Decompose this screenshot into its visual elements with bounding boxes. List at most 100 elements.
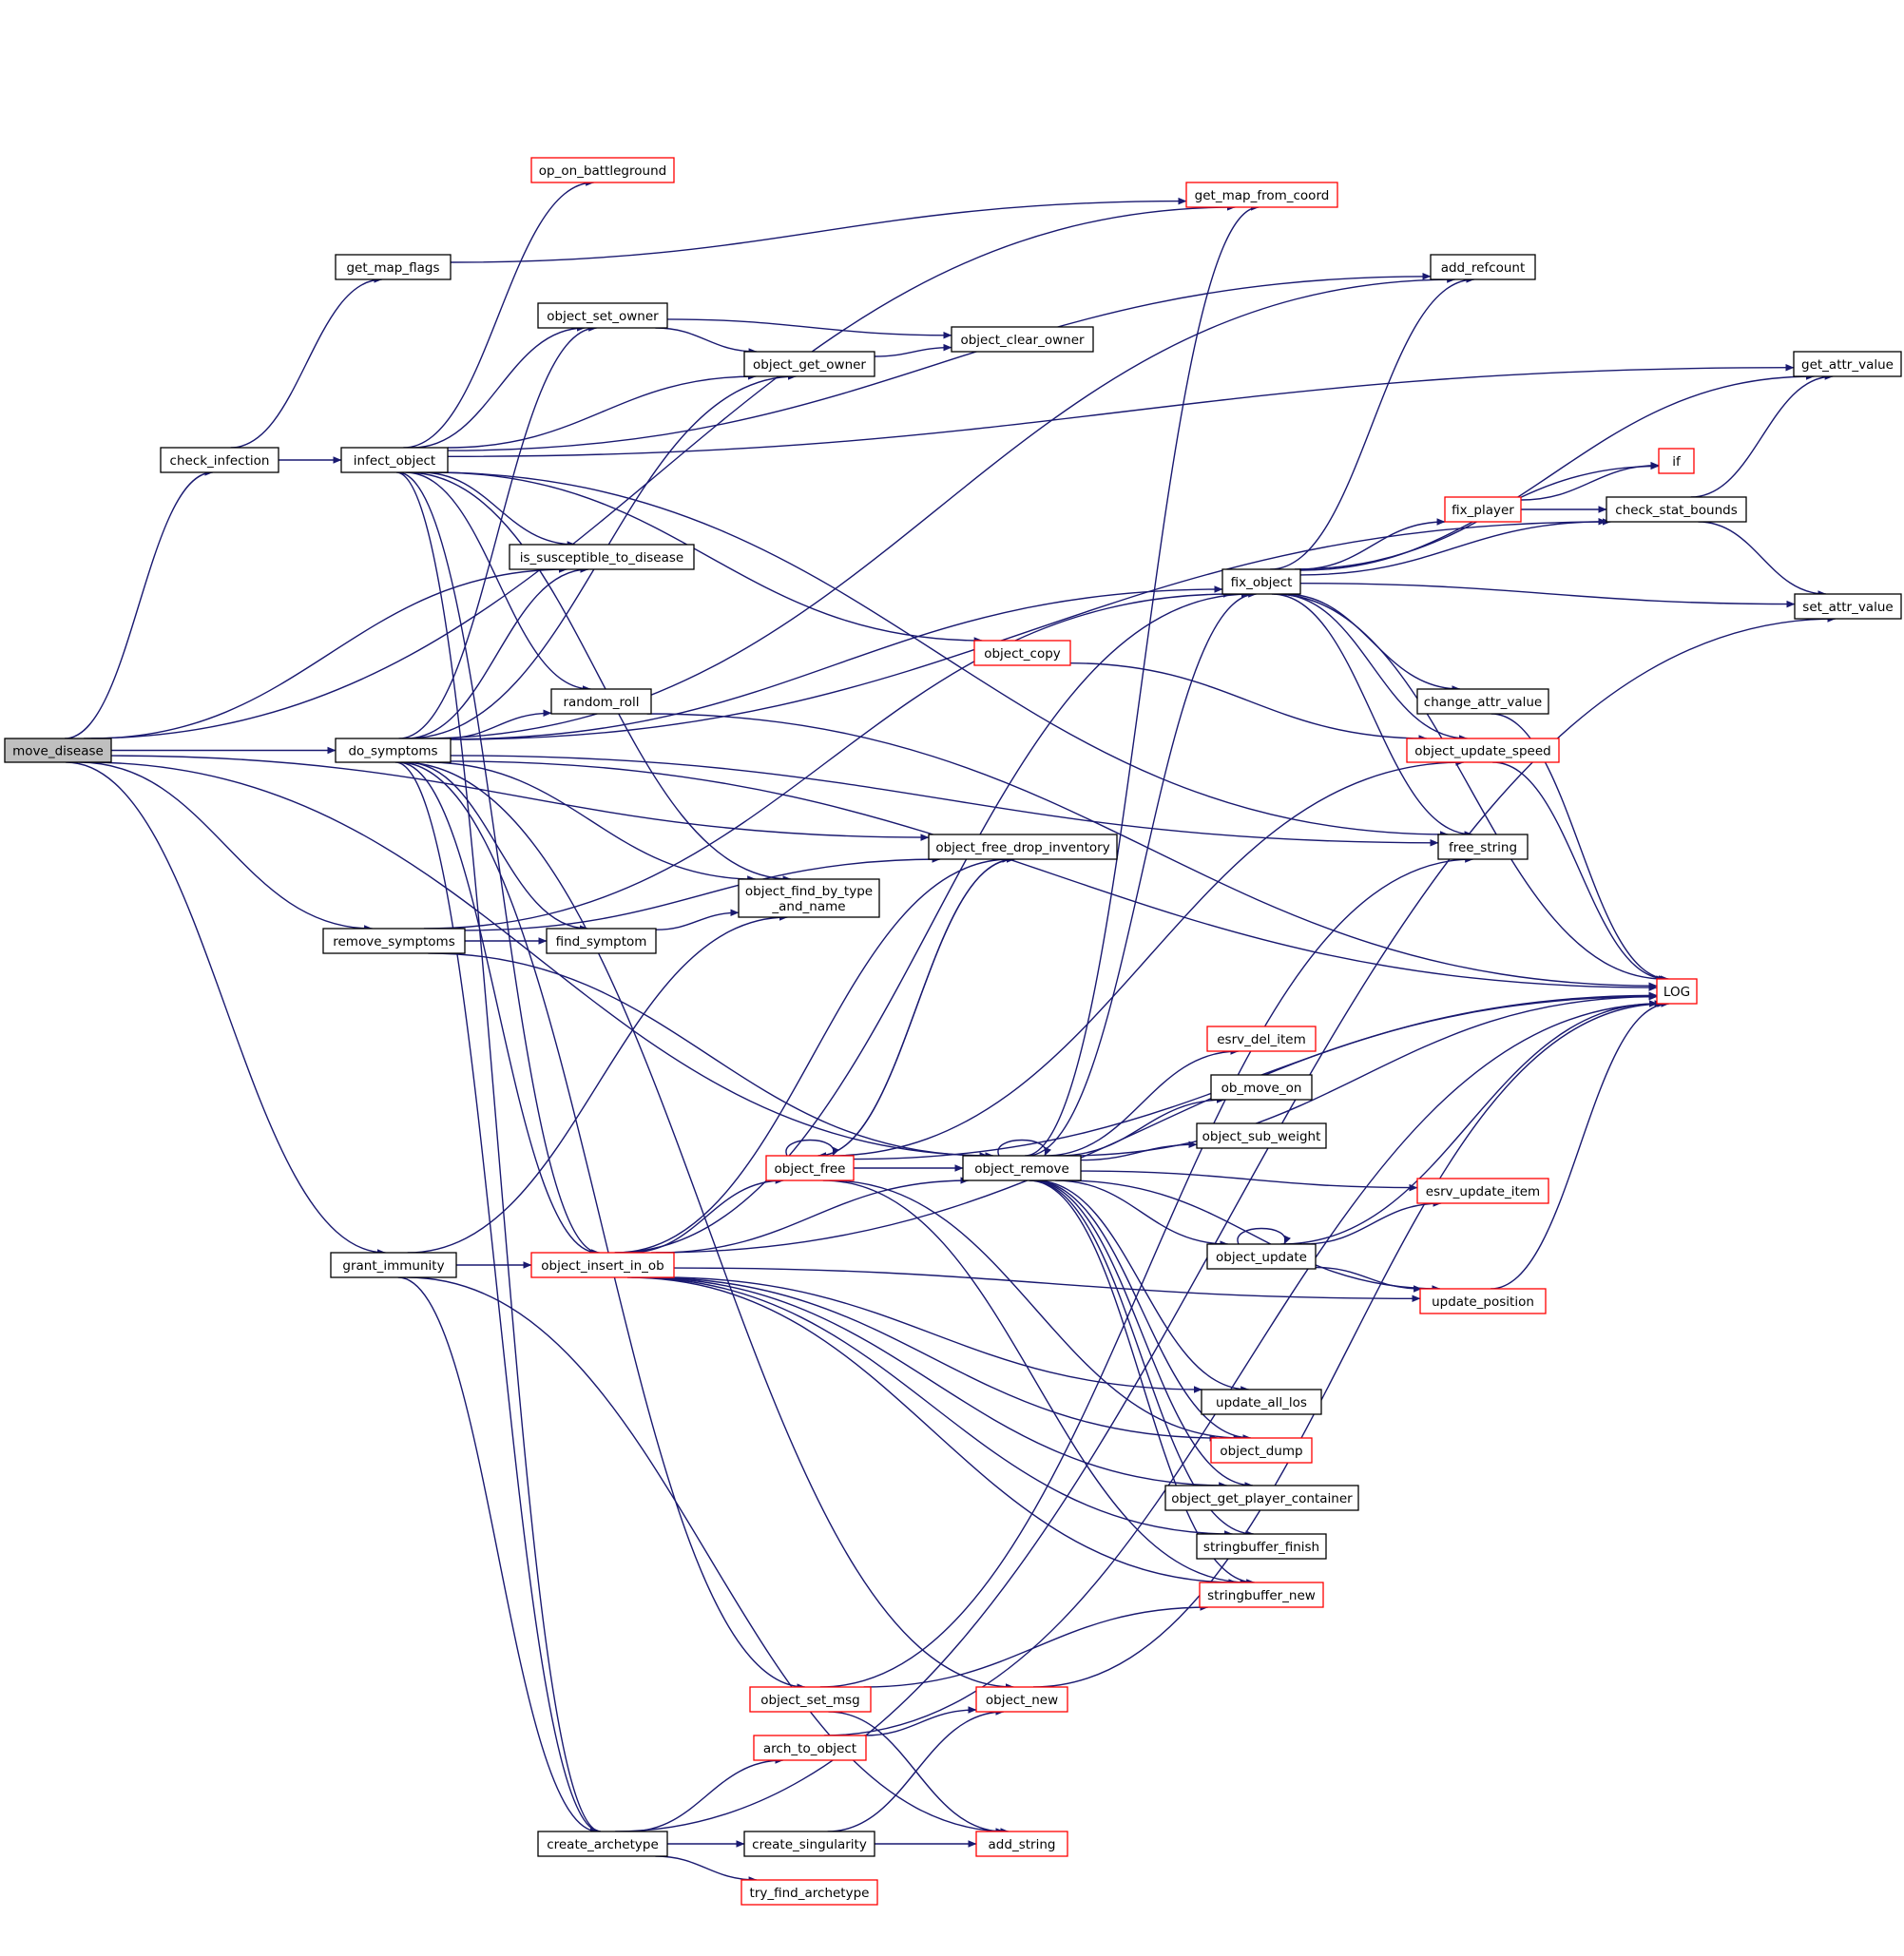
node-box bbox=[330, 1252, 457, 1278]
node-object-insert-in-ob[interactable]: object_insert_in_ob bbox=[530, 1252, 675, 1278]
node-change-attr-value[interactable]: change_attr_value bbox=[1416, 688, 1549, 715]
edge-object_set_owner-to-object_get_owner bbox=[655, 327, 758, 355]
node-LOG[interactable]: LOG bbox=[1656, 978, 1698, 1005]
edge-remove_symptoms-to-object_remove bbox=[428, 952, 989, 1160]
node-esrv-del-item[interactable]: esrv_del_item bbox=[1206, 1026, 1317, 1052]
edge-find_symptom-to-object_find_by_type_and_name bbox=[655, 909, 740, 930]
edge-move_disease-to-get_map_from_coord bbox=[84, 203, 1236, 739]
node-object-update[interactable]: object_update bbox=[1206, 1243, 1317, 1270]
node-box bbox=[322, 928, 466, 954]
node-object-find-by-type-and-name[interactable]: object_find_by_type_and_name bbox=[738, 878, 880, 918]
node-object-set-owner[interactable]: object_set_owner bbox=[537, 302, 668, 329]
edge-object_free-to-object_update_speed bbox=[829, 758, 1465, 1157]
node-box bbox=[1416, 1178, 1549, 1204]
node-object-free[interactable]: object_free bbox=[765, 1155, 855, 1181]
edge-move_disease-to-check_infection bbox=[64, 469, 214, 739]
node-object-dump[interactable]: object_dump bbox=[1210, 1437, 1313, 1464]
node-get-attr-value[interactable]: get_attr_value bbox=[1793, 351, 1902, 377]
node-find-symptom[interactable]: find_symptom bbox=[546, 928, 657, 954]
node-object-set-msg[interactable]: object_set_msg bbox=[749, 1686, 872, 1713]
node-try-find-archetype[interactable]: try_find_archetype bbox=[740, 1879, 878, 1906]
node-op-on-battleground[interactable]: op_on_battleground bbox=[530, 157, 675, 183]
node-box bbox=[928, 834, 1118, 860]
node-label: object_find_by_type bbox=[745, 884, 873, 899]
edge-object_insert_in_ob-to-object_remove bbox=[656, 1177, 970, 1254]
node-random-roll[interactable]: random_roll bbox=[550, 688, 652, 715]
edge-object_remove-to-update_all_los bbox=[1034, 1179, 1250, 1393]
node-box bbox=[951, 326, 1094, 353]
edge-object_insert_in_ob-to-object_free_drop_inventory bbox=[615, 855, 1011, 1254]
node-is-susceptible-to-disease[interactable]: is_susceptible_to_disease bbox=[509, 544, 695, 570]
edge-get_map_flags-to-get_map_from_coord bbox=[450, 197, 1187, 263]
node-create-archetype[interactable]: create_archetype bbox=[537, 1831, 668, 1857]
edge-update_position-to-LOG bbox=[1491, 1000, 1670, 1290]
edge-object_update-to-esrv_update_item bbox=[1302, 1199, 1442, 1245]
edge-do_symptoms-to-fix_object bbox=[450, 585, 1223, 740]
node-fix-player[interactable]: fix_player bbox=[1444, 496, 1522, 523]
node-label: random_roll bbox=[563, 695, 639, 710]
node-esrv-update-item[interactable]: esrv_update_item bbox=[1416, 1178, 1549, 1204]
node-stringbuffer-finish[interactable]: stringbuffer_finish bbox=[1196, 1533, 1327, 1560]
node-label: stringbuffer_new bbox=[1207, 1588, 1316, 1603]
node-box bbox=[335, 738, 452, 763]
node-if[interactable]: if bbox=[1658, 448, 1695, 474]
edge-do_symptoms-to-find_symptom bbox=[406, 761, 588, 932]
node-label: grant_immunity bbox=[342, 1258, 444, 1274]
node-add-refcount[interactable]: add_refcount bbox=[1430, 254, 1536, 280]
node-update-all-los[interactable]: update_all_los bbox=[1201, 1389, 1322, 1415]
node-box bbox=[1196, 1122, 1327, 1149]
edge-infect_object-to-object_get_owner bbox=[447, 373, 757, 449]
edge-object_insert_in_ob-to-update_position bbox=[673, 1267, 1421, 1303]
node-remove-symptoms[interactable]: remove_symptoms bbox=[322, 928, 466, 954]
node-object-sub-weight[interactable]: object_sub_weight bbox=[1196, 1122, 1327, 1149]
node-box bbox=[546, 928, 657, 954]
node-object-update-speed[interactable]: object_update_speed bbox=[1406, 738, 1560, 763]
node-label: get_attr_value bbox=[1801, 357, 1894, 373]
edge-create_archetype-to-arch_to_object bbox=[629, 1756, 784, 1832]
node-label: check_infection bbox=[170, 453, 270, 469]
edge-do_symptoms-to-object_set_owner bbox=[398, 324, 598, 739]
node-update-position[interactable]: update_position bbox=[1419, 1288, 1547, 1314]
node-object-get-player-container[interactable]: object_get_player_container bbox=[1164, 1485, 1359, 1511]
node-move-disease[interactable]: move_disease bbox=[4, 738, 112, 763]
node-add-string[interactable]: add_string bbox=[975, 1831, 1068, 1857]
node-label: object_copy bbox=[984, 646, 1061, 662]
node-do-symptoms[interactable]: do_symptoms bbox=[335, 738, 452, 763]
node-label: update_all_los bbox=[1216, 1395, 1307, 1410]
node-stringbuffer-new[interactable]: stringbuffer_new bbox=[1199, 1582, 1324, 1608]
edge-fix_object-to-LOG bbox=[1274, 593, 1665, 983]
node-object-clear-owner[interactable]: object_clear_owner bbox=[951, 326, 1094, 353]
node-label: update_position bbox=[1432, 1294, 1534, 1310]
edge-object_remove-to-object_update bbox=[1055, 1179, 1229, 1248]
node-object-new[interactable]: object_new bbox=[975, 1686, 1068, 1713]
node-object-free-drop-inventory[interactable]: object_free_drop_inventory bbox=[928, 834, 1118, 860]
node-object-remove[interactable]: object_remove bbox=[962, 1155, 1082, 1181]
node-fix-object[interactable]: fix_object bbox=[1221, 568, 1301, 595]
node-check-stat-bounds[interactable]: check_stat_bounds bbox=[1606, 496, 1747, 523]
edge-move_disease-to-grant_immunity bbox=[66, 761, 386, 1256]
node-get-map-flags[interactable]: get_map_flags bbox=[335, 254, 452, 280]
edge-object_set_msg-to-stringbuffer_new bbox=[863, 1603, 1209, 1688]
edge-fix_object-to-fix_player bbox=[1298, 518, 1446, 570]
node-get-map-from-coord[interactable]: get_map_from_coord bbox=[1185, 182, 1338, 208]
node-label: get_map_flags bbox=[346, 260, 439, 276]
node-grant-immunity[interactable]: grant_immunity bbox=[330, 1252, 457, 1278]
node-infect-object[interactable]: infect_object bbox=[340, 447, 449, 473]
edge-infect_object-to-object_insert_in_ob bbox=[397, 471, 601, 1256]
edge-object_set_msg-to-free_string bbox=[819, 855, 1474, 1688]
node-object-copy[interactable]: object_copy bbox=[973, 640, 1071, 666]
node-arch-to-object[interactable]: arch_to_object bbox=[753, 1735, 867, 1761]
node-set-attr-value[interactable]: set_attr_value bbox=[1794, 593, 1902, 620]
edge-object_insert_in_ob-to-stringbuffer_new bbox=[626, 1276, 1238, 1586]
edge-object_update-to-update_position bbox=[1315, 1266, 1423, 1293]
node-label: object_get_owner bbox=[753, 357, 866, 373]
node-box bbox=[962, 1155, 1082, 1181]
node-object-get-owner[interactable]: object_get_owner bbox=[743, 351, 875, 377]
node-free-string[interactable]: free_string bbox=[1437, 834, 1529, 860]
node-box bbox=[1430, 254, 1536, 280]
node-label: fix_object bbox=[1231, 575, 1293, 590]
node-ob-move-on[interactable]: ob_move_on bbox=[1210, 1074, 1313, 1101]
node-create-singularity[interactable]: create_singularity bbox=[743, 1831, 875, 1857]
node-box bbox=[1210, 1437, 1313, 1464]
node-check-infection[interactable]: check_infection bbox=[160, 447, 279, 473]
